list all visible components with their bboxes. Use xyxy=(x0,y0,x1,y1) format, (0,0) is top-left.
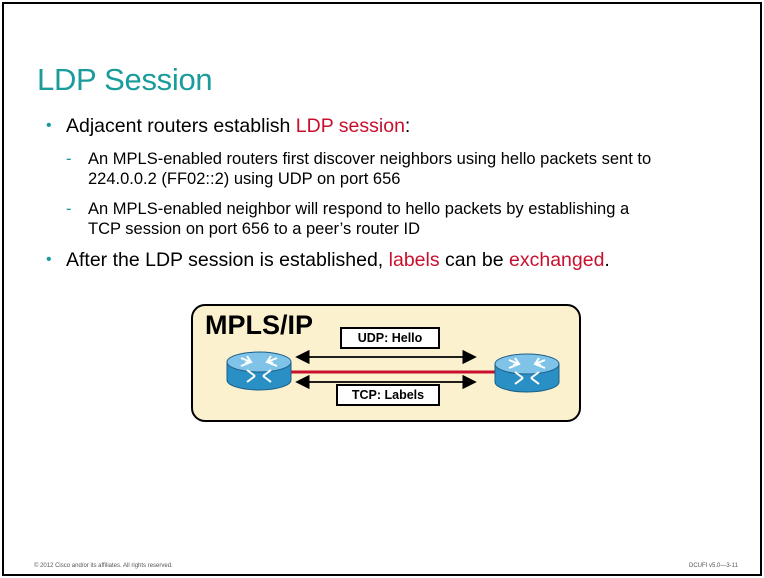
bullet-1-suffix: : xyxy=(404,115,411,137)
bullet-2-mid: can be xyxy=(439,249,509,271)
slide-title: LDP Session xyxy=(37,62,213,97)
sub-bullet-dash: - xyxy=(66,150,72,168)
bullet-2-suffix: . xyxy=(604,249,610,271)
bullet-dot: • xyxy=(46,251,52,268)
udp-hello-tag: UDP: Hello xyxy=(340,327,440,349)
footer-copyright: © 2012 Cisco and/or its affiliates. All … xyxy=(34,563,173,569)
bullet-2-text: After the LDP session is established, xyxy=(66,249,389,271)
bullet-1-text: Adjacent routers establish xyxy=(66,115,296,137)
bullet-1: • Adjacent routers establish LDP session… xyxy=(46,114,411,138)
diagram-label: MPLS/IP xyxy=(205,310,314,340)
bullet-dot: • xyxy=(46,117,52,134)
bullet-2-highlight-exchanged: exchanged xyxy=(509,249,605,271)
sub-bullet-2-line1: An MPLS-enabled neighbor will respond to… xyxy=(88,200,630,218)
sub-bullet-2: - An MPLS-enabled neighbor will respond … xyxy=(66,199,738,239)
sub-bullet-1-line1: An MPLS-enabled routers first discover n… xyxy=(88,150,652,168)
sub-bullet-dash: - xyxy=(66,200,72,218)
router-icon xyxy=(494,353,560,393)
bullet-2-highlight-labels: labels xyxy=(388,249,440,271)
bullet-2: • After the LDP session is established, … xyxy=(46,248,610,272)
tcp-labels-tag: TCP: Labels xyxy=(336,384,440,406)
sub-bullet-1-line2: 224.0.0.2 (FF02::2) using UDP on port 65… xyxy=(88,170,401,188)
footer-code: DCUFI v5.0—3-11 xyxy=(689,563,738,569)
diagram-graphics xyxy=(226,349,560,393)
sub-bullet-2-line2: TCP session on port 656 to a peer’s rout… xyxy=(88,220,421,238)
sub-bullet-1: - An MPLS-enabled routers first discover… xyxy=(66,149,738,189)
router-icon xyxy=(226,351,292,391)
mpls-diagram: MPLS/IP UDP: Hello TCP: Labels xyxy=(191,304,581,422)
bullet-1-highlight: LDP session xyxy=(295,115,405,137)
